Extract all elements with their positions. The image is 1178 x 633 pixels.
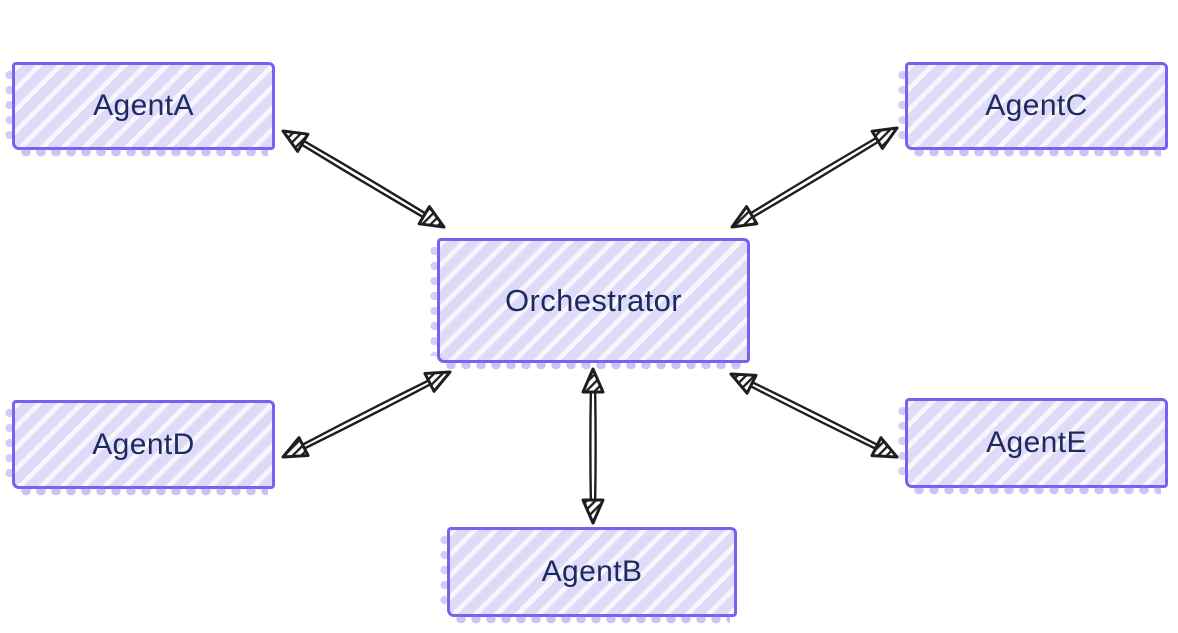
node-agent-c-label: AgentC: [985, 89, 1088, 122]
edge-orchestrator-agent-a: [281, 129, 446, 229]
node-agent-d-label: AgentD: [92, 427, 195, 461]
node-agent-c: AgentC: [898, 62, 1168, 158]
edge-orchestrator-agent-e: [729, 372, 899, 459]
node-agent-a-label: AgentA: [93, 89, 194, 122]
node-agent-b-label: AgentB: [541, 555, 643, 588]
edge-orchestrator-agent-c: [730, 126, 899, 229]
node-agent-a: AgentA: [5, 62, 275, 158]
node-orchestrator-label: Orchestrator: [504, 282, 683, 318]
node-agent-b: AgentB: [440, 527, 737, 625]
node-orchestrator: Orchestrator: [430, 238, 750, 371]
node-agent-e: AgentE: [898, 398, 1168, 496]
node-agent-e-label: AgentE: [986, 426, 1087, 459]
edge-orchestrator-agent-b: [581, 367, 605, 525]
edge-orchestrator-agent-d: [281, 370, 452, 459]
node-agent-d: AgentD: [5, 400, 275, 497]
